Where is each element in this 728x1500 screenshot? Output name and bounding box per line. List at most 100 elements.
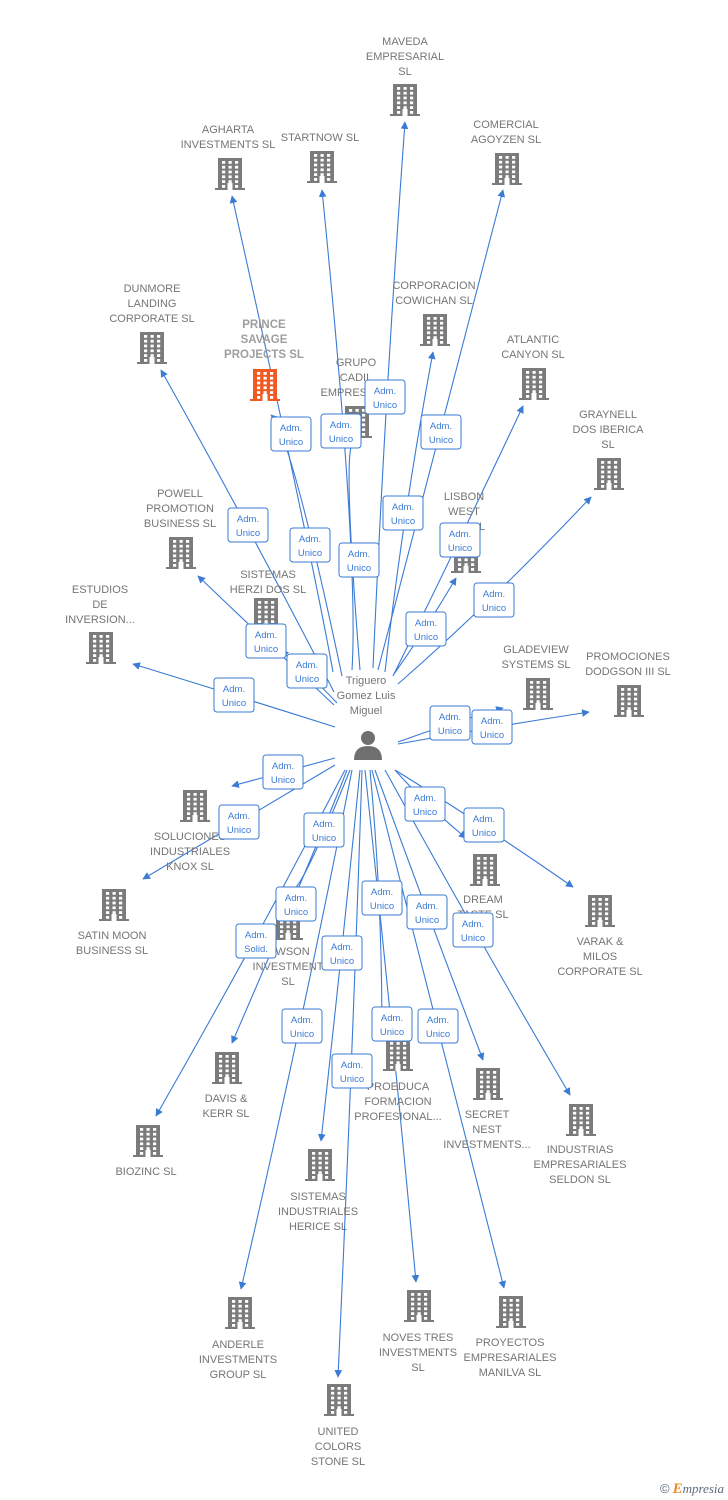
edge-label-atlantic[interactable]: Adm.Unico [439,522,481,558]
edge-label-secret[interactable]: Adm.Unico [406,894,448,930]
edge-label-box [404,786,446,822]
edge-label-startnow[interactable]: Adm.Unico [338,542,380,578]
edge-label-cadil[interactable]: Adm.Unico [320,413,362,449]
building-icon [496,1296,526,1328]
edge-label-united[interactable]: Adm.Unico [331,1053,373,1089]
company-name-line: INVERSION... [65,614,135,626]
edge-label-box [338,542,380,578]
company-name-line: GRAYNELL [579,409,637,421]
company-node-proeduca[interactable]: PROEDUCAFORMACIONPROFESIONAL... [354,1039,442,1123]
edge-label-box [382,495,424,531]
company-name-line: INVESTMENTS SL [181,139,276,151]
edge-label-dodgson[interactable]: Adm.Unico [471,709,513,745]
edge-label-herice[interactable]: Adm.Unico [321,935,363,971]
edge-label-agoyzen[interactable]: Adm.Unico [420,414,462,450]
edge-label-text: Adm. [331,942,353,953]
company-node-davis[interactable]: DAVIS &KERR SL [202,1052,250,1120]
edge-label-biozinc[interactable]: Adm.Solid. [235,923,277,959]
edge-label-box [406,894,448,930]
edge-label-proeduca[interactable]: Adm.Unico [361,880,403,916]
edge-label-dawson[interactable]: Adm.Unico [275,886,317,922]
edge-label-text: Adm. [381,1013,403,1024]
edge-label-text: Unico [222,698,246,709]
edge-label-graynell[interactable]: Adm.Unico [473,582,515,618]
company-node-dream[interactable]: DREAMTASTE SL [457,854,509,921]
edge-label-text: Adm. [245,930,267,941]
edge-label-manilva[interactable]: Adm.Unico [417,1008,459,1044]
company-name-line: BUSINESS SL [144,518,216,530]
company-node-estudios[interactable]: ESTUDIOSDEINVERSION... [65,584,135,664]
edge-label-text: Adm. [291,1015,313,1026]
company-name-line: EMPRESARIALES [464,1352,557,1364]
edge-label-seldon[interactable]: Adm.Unico [452,912,494,948]
edge-label-box [364,379,406,415]
person-name-line: Gomez Luis [337,690,396,702]
edge-label-herzi[interactable]: Adm.Unico [286,653,328,689]
building-icon [404,1290,434,1322]
building-icon [470,854,500,886]
edge-label-knox[interactable]: Adm.Unico [262,754,304,790]
company-name-line: SL [601,439,614,451]
edge-line-agharta [229,195,334,673]
edge-label-lisbon[interactable]: Adm.Unico [405,611,447,647]
company-name-line: CORPORATE SL [557,966,642,978]
edge-label-anderle[interactable]: Adm.Unico [281,1008,323,1044]
company-name-line: DAVIS & [205,1093,248,1105]
company-name-line: GLADEVIEW [503,644,569,656]
company-node-secret[interactable]: SECRETNESTINVESTMENTS... [443,1068,531,1151]
edge-label-varak[interactable]: Adm.Unico [463,807,505,843]
company-node-biozinc[interactable]: BIOZINC SL [115,1125,177,1178]
edge-label-prince[interactable]: Adm.Unico [270,416,312,452]
company-name-line: AGHARTA [202,124,255,136]
edge-label-text: Adm. [430,421,452,432]
edge-label-gladeview[interactable]: Adm.Unico [429,705,471,741]
edge-label-text: Unico [284,907,308,918]
building-icon [566,1104,596,1136]
company-node-agharta[interactable]: AGHARTA INVESTMENTS SL [181,124,276,190]
building-icon [324,1384,354,1416]
edge-label-box [371,1006,413,1042]
person-name-line: Miguel [350,705,382,717]
edge-label-satin[interactable]: Adm.Unico [218,804,260,840]
edge-label-cowichan[interactable]: Adm.Unico [382,495,424,531]
edge-label-davis[interactable]: Adm.Unico [303,812,345,848]
company-name-line: COLORS [315,1441,361,1453]
edge-label-dream[interactable]: Adm.Unico [404,786,446,822]
company-node-startnow[interactable]: STARTNOW SL [281,132,359,183]
edge-label-dunmore[interactable]: Adm.Unico [227,507,269,543]
company-name-line: CANYON SL [501,349,565,361]
edge-label-powell[interactable]: Adm.Unico [245,623,287,659]
edge-label-maveda[interactable]: Adm.Unico [364,379,406,415]
edge-label-agharta[interactable]: Adm.Unico [289,527,331,563]
company-name-line: INDUSTRIALES [278,1206,358,1218]
edge-label-text: Adm. [371,887,393,898]
company-name-line: STONE SL [311,1456,365,1468]
brand-name: mpresia [682,1481,724,1496]
company-name-line: EMPRESARIALES [534,1159,627,1171]
company-name-line: DUNMORE [124,283,181,295]
edge-label-noves[interactable]: Adm.Unico [371,1006,413,1042]
edge-label-estudios[interactable]: Adm.Unico [213,677,255,713]
edge-label-text: Unico [329,434,353,445]
